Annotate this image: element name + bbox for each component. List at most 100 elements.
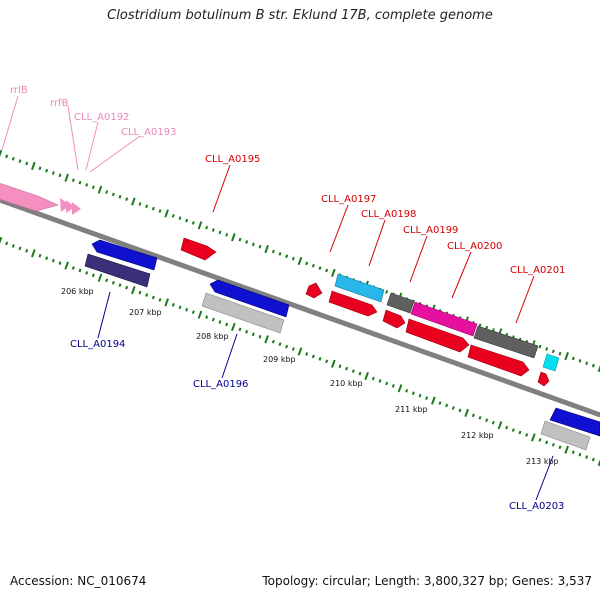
label-A0194: CLL_A0194 [70, 339, 125, 350]
gene-A0199-gray[interactable] [386, 292, 415, 314]
outer-tick [385, 290, 389, 294]
outer-tick [545, 347, 549, 351]
gene-rrlB[interactable] [0, 180, 59, 212]
outer-tick [231, 233, 236, 242]
inner-tick [511, 428, 515, 432]
inner-tick [311, 354, 315, 359]
leader-A0198 [368, 219, 386, 267]
gene-red-540[interactable] [537, 371, 550, 387]
gene-A0192[interactable] [66, 200, 75, 213]
outer-tick-track [0, 149, 600, 373]
leader-A0192 [85, 121, 99, 171]
leader-rrfB [67, 105, 79, 171]
inner-tick [251, 332, 255, 337]
inner-tick [278, 342, 282, 346]
outer-tick [45, 168, 49, 173]
inner-tick [464, 408, 469, 417]
outer-tick [58, 173, 62, 178]
outer-tick [25, 161, 29, 166]
inner-tick [345, 366, 349, 371]
gene-A0201[interactable] [473, 325, 539, 359]
gene-A0194[interactable] [91, 239, 158, 271]
inner-tick [45, 256, 49, 261]
inner-tick [491, 420, 495, 425]
reverse-features [84, 239, 600, 451]
outer-tick [118, 194, 122, 199]
inner-tick-track [0, 236, 600, 467]
outer-tick [64, 173, 69, 182]
inner-tick [91, 273, 95, 278]
gene-A0196[interactable] [209, 279, 290, 318]
outer-tick [38, 166, 42, 171]
inner-tick [418, 393, 422, 398]
inner-tick [405, 388, 409, 393]
outer-tick [291, 256, 295, 261]
gene-A0203[interactable] [549, 407, 600, 437]
gene-red-330[interactable] [328, 290, 378, 317]
inner-tick [397, 384, 403, 393]
outer-tick [131, 197, 136, 206]
inner-tick [258, 334, 262, 339]
inner-tick [291, 347, 295, 351]
outer-tick [71, 178, 75, 182]
gene-A0197[interactable] [305, 282, 323, 299]
label-A0196: CLL_A0196 [193, 379, 248, 390]
inner-tick [597, 459, 600, 467]
inner-tick [305, 352, 309, 356]
leader-A0197 [329, 204, 349, 253]
inner-tick [231, 322, 236, 332]
tick-label-209: 209 kbp [263, 355, 296, 364]
inner-tick [564, 445, 569, 454]
gene-A0200[interactable] [410, 301, 478, 337]
inner-tick [478, 415, 482, 420]
outer-tick [111, 192, 115, 197]
gene-A0202[interactable] [542, 353, 560, 372]
outer-tick [251, 242, 255, 247]
tick-label-213: 213 kbp [526, 457, 559, 466]
label-A0201: CLL_A0201 [510, 265, 565, 276]
gene-A0193[interactable] [72, 202, 81, 215]
outer-tick [51, 171, 55, 175]
inner-tick [451, 406, 455, 410]
inner-tick [71, 266, 75, 270]
leader-A0195 [212, 164, 231, 213]
gene-A0196-pair[interactable] [201, 292, 285, 334]
inner-tick [264, 335, 269, 344]
label-A0200: CLL_A0200 [447, 241, 502, 252]
label-A0193: CLL_A0193 [121, 127, 176, 138]
outer-tick [158, 209, 162, 213]
inner-tick [297, 347, 303, 356]
inner-tick [585, 455, 589, 459]
inner-tick [185, 307, 189, 312]
outer-tick [145, 204, 149, 209]
gene-A0195[interactable] [180, 237, 217, 261]
gene-red-408[interactable] [405, 318, 470, 353]
outer-tick [318, 266, 322, 270]
outer-tick [245, 240, 249, 244]
inner-tick [18, 246, 22, 251]
backbone [0, 197, 600, 418]
inner-tick [538, 438, 542, 442]
inner-tick [271, 339, 275, 344]
outer-tick [125, 197, 129, 202]
gene-red-470[interactable] [467, 344, 530, 377]
inner-tick [25, 248, 29, 253]
label-A0197: CLL_A0197 [321, 194, 376, 205]
outer-tick [78, 180, 82, 185]
outer-tick [238, 237, 242, 242]
inner-tick [497, 421, 503, 430]
inner-tick [105, 278, 109, 283]
gene-A0194-pair[interactable] [84, 253, 151, 288]
gene-red-385[interactable] [382, 309, 406, 329]
outer-tick [478, 323, 482, 328]
inner-tick [64, 261, 69, 270]
inner-tick [378, 379, 382, 383]
outer-tick [331, 268, 336, 277]
leader-A0193 [89, 135, 141, 173]
outer-tick [97, 185, 103, 194]
tick-label-210: 210 kbp [330, 379, 363, 388]
gene-A0198[interactable] [334, 273, 385, 303]
gene-rrfB[interactable] [60, 198, 70, 212]
gene-A0203-pair[interactable] [540, 420, 591, 451]
